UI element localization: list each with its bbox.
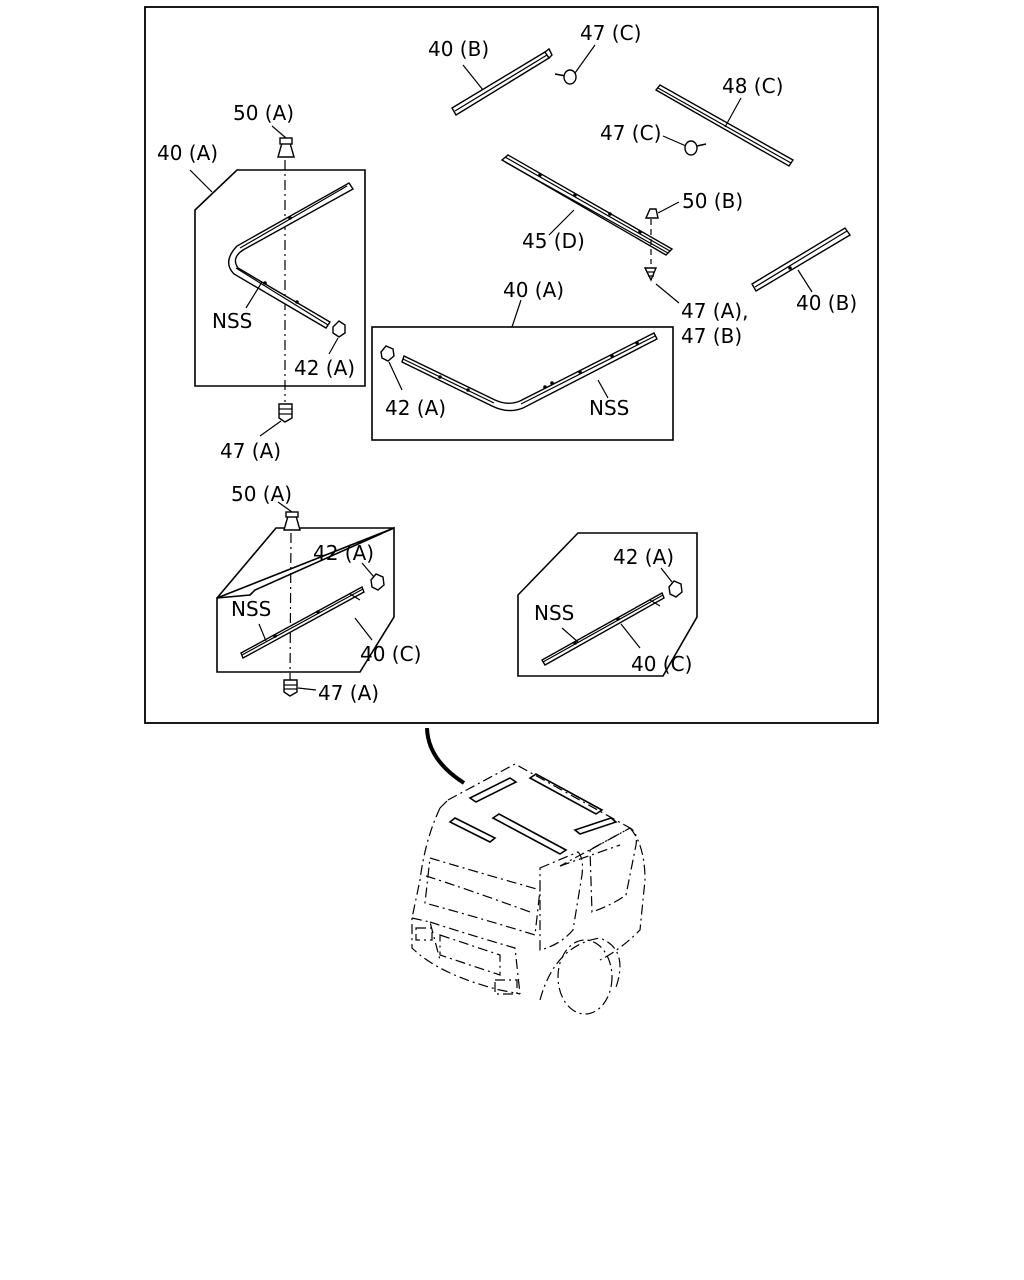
leader-42a-left	[328, 337, 339, 355]
part-42a-left-cap	[332, 320, 346, 338]
leader-48c	[724, 97, 742, 128]
part-40b-top-strip	[451, 47, 553, 116]
diagram-frame	[144, 6, 879, 724]
label-nss-br: NSS	[534, 601, 574, 625]
label-40c-br: 40 (C)	[631, 652, 692, 676]
part-47a-bl-screw	[283, 679, 298, 697]
label-47a-left: 47 (A)	[220, 439, 281, 463]
part-47ab-screw	[643, 267, 658, 282]
part-45d-rail	[500, 154, 674, 256]
label-50a-bottom: 50 (A)	[231, 482, 292, 506]
leader-50b	[657, 201, 680, 214]
label-48c: 48 (C)	[722, 74, 783, 98]
leader-nss-center	[597, 379, 609, 399]
label-40a-center: 40 (A)	[503, 278, 564, 302]
leader-47a-bl	[297, 687, 317, 691]
part-48c-strip	[654, 84, 795, 167]
box-40a-left	[194, 169, 366, 387]
leader-nss-left	[245, 281, 263, 309]
label-40b-right: 40 (B)	[796, 291, 857, 315]
box-40a-center	[371, 326, 674, 441]
leader-nss-bl	[258, 623, 267, 642]
label-50a-top: 50 (A)	[233, 101, 294, 125]
box-40c-left-outline	[216, 527, 395, 599]
leader-42a-br	[660, 567, 673, 583]
leader-45d	[548, 209, 575, 236]
leader-47c-mid	[662, 135, 687, 147]
leader-42a-center	[388, 361, 403, 391]
leader-40c-bl	[354, 617, 373, 641]
part-50a-top-clip	[277, 137, 295, 158]
label-47a-bl: 47 (A)	[318, 681, 379, 705]
label-45d: 45 (D)	[522, 229, 585, 253]
leader-40a-left	[189, 169, 213, 193]
label-40c-bl: 40 (C)	[360, 642, 421, 666]
label-47c-top: 47 (C)	[580, 21, 641, 45]
part-40a-center-molding	[401, 332, 658, 412]
label-50b: 50 (B)	[682, 189, 743, 213]
leader-47ab	[655, 283, 680, 304]
leader-42a-bl	[361, 562, 375, 578]
part-40b-right-strip	[751, 227, 852, 292]
leader-47a-left	[259, 420, 282, 437]
part-40a-left-molding	[228, 182, 355, 329]
label-42a-bl: 42 (A)	[313, 541, 374, 565]
label-47c-mid: 47 (C)	[600, 121, 661, 145]
part-42a-br-cap	[668, 580, 683, 598]
leader-40a-center	[511, 299, 522, 328]
part-42a-bl-cap	[370, 573, 385, 591]
label-42a-br: 42 (A)	[613, 545, 674, 569]
part-50a-bottom-clip	[283, 511, 301, 531]
part-47c-top-screw	[554, 69, 577, 85]
leader-nss-br	[561, 627, 579, 643]
label-nss-bl: NSS	[231, 597, 271, 621]
part-42a-center-cap	[380, 345, 395, 362]
label-42a-left: 42 (A)	[294, 356, 355, 380]
label-47ab-line1: 47 (A),	[681, 299, 748, 323]
label-40a-left: 40 (A)	[157, 141, 218, 165]
box-40c-right	[517, 532, 698, 677]
part-40c-left-molding	[240, 586, 365, 659]
leader-47c-top	[574, 44, 596, 74]
part-40c-right-molding	[541, 592, 665, 666]
leader-40b-top	[462, 64, 484, 91]
leader-40b-right	[797, 269, 813, 293]
leader-50a-bottom	[277, 501, 293, 513]
box-40c-left	[216, 526, 395, 673]
dashed-guide-bottom	[289, 532, 292, 681]
label-nss-left: NSS	[212, 309, 252, 333]
label-42a-center: 42 (A)	[385, 396, 446, 420]
label-40b-top: 40 (B)	[428, 37, 489, 61]
part-50b-clip	[644, 208, 659, 264]
callout-curve	[425, 727, 466, 785]
leader-50a-top	[271, 125, 287, 139]
part-47c-mid-screw	[684, 140, 707, 156]
van-illustration	[411, 763, 646, 1015]
label-47ab-line2: 47 (B)	[681, 324, 742, 348]
label-nss-center: NSS	[589, 396, 629, 420]
part-47a-left-screw	[278, 403, 293, 423]
leader-40c-br	[620, 623, 641, 649]
